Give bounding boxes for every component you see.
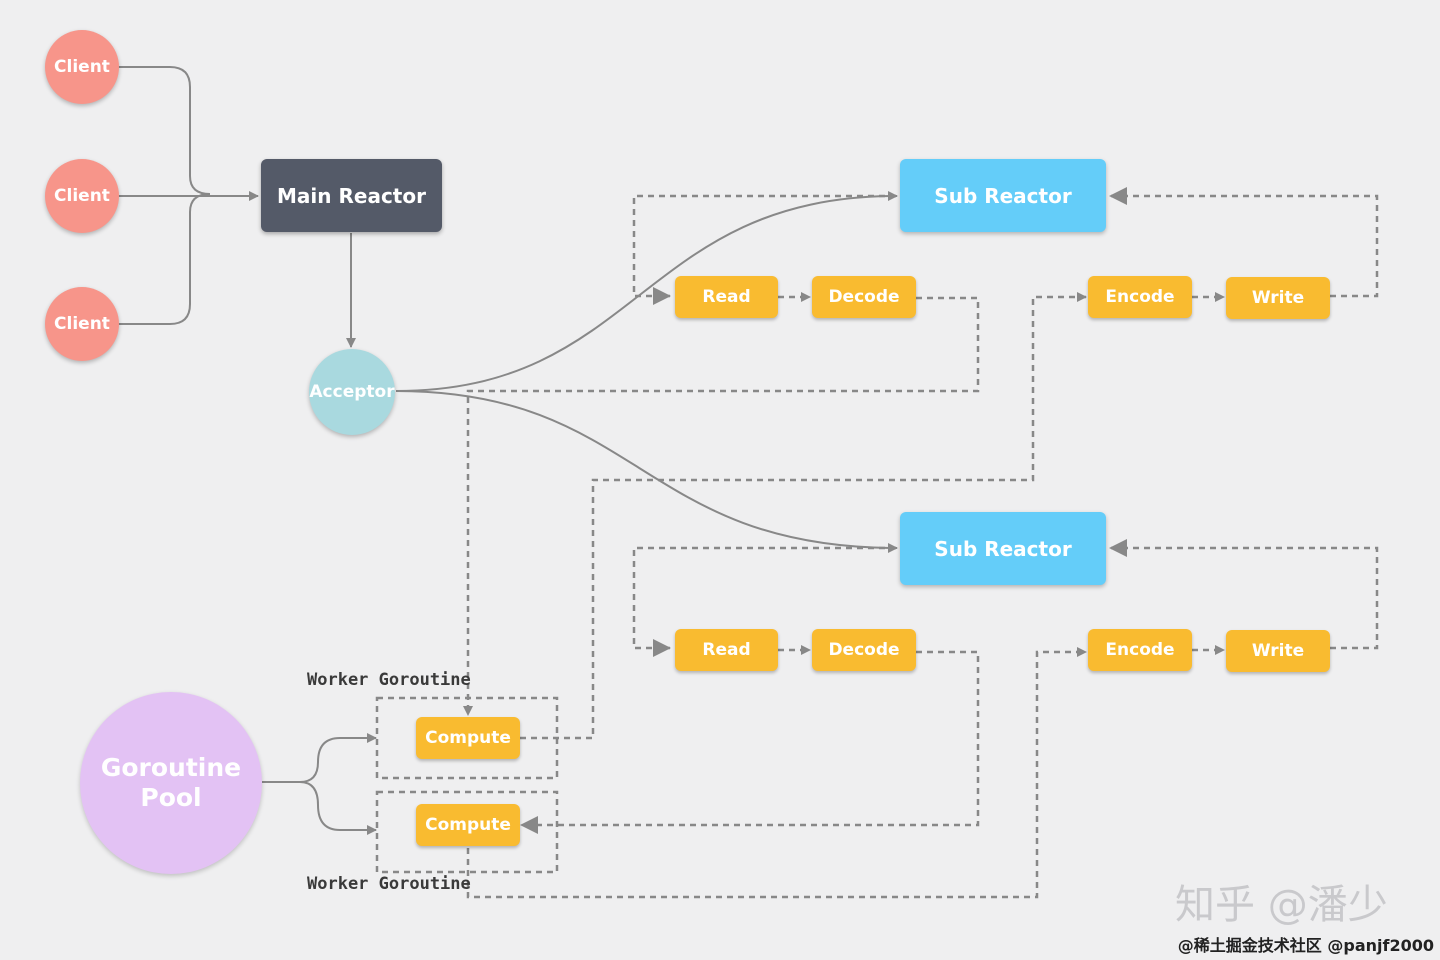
worker-goroutine-label-2: Worker Goroutine (307, 874, 471, 894)
goroutine-pool-node: Goroutine Pool (80, 692, 262, 874)
write-node-2: Write (1226, 630, 1330, 672)
sub-reactor-node-2: Sub Reactor (900, 512, 1106, 585)
client-3-connector (118, 193, 211, 325)
acceptor-to-sub-reactor-2 (395, 390, 898, 553)
pool-to-worker-2 (262, 781, 377, 835)
client-node-2: Client (45, 159, 119, 233)
pool-connectors (262, 733, 377, 835)
acceptor-curves (395, 191, 898, 553)
decode-node-1: Decode (812, 276, 916, 318)
watermark-text: 知乎 @潘少 (1175, 882, 1388, 928)
corner-credit-text: @稀土掘金技术社区 @panjf2000 (1177, 936, 1434, 955)
read-node-1: Read (675, 276, 778, 318)
pool-to-worker-1 (262, 733, 377, 783)
client-node-1: Client (45, 30, 119, 104)
client-node-3: Client (45, 287, 119, 361)
compute1-to-encode1 (520, 292, 1087, 740)
decode-node-2: Decode (812, 629, 916, 671)
decode1-to-compute1 (463, 296, 980, 716)
sub2-to-read-flow (632, 546, 896, 657)
write-node-1: Write (1226, 277, 1330, 319)
client-1-connector (118, 66, 211, 195)
acceptor-to-sub-reactor-1 (395, 191, 898, 392)
worker-goroutine-label-1: Worker Goroutine (307, 670, 471, 690)
compute-node-1: Compute (416, 717, 520, 759)
sub1-to-read-flow (632, 194, 896, 305)
worker-goroutine-box-1 (375, 696, 559, 780)
main-reactor-node: Main Reactor (261, 159, 442, 232)
encode-node-1: Encode (1088, 276, 1192, 318)
write-to-sub1-flow (1109, 187, 1379, 298)
client-connectors (118, 66, 259, 325)
encode-node-2: Encode (1088, 629, 1192, 671)
worker-goroutine-box-2 (375, 790, 559, 874)
read-node-2: Read (675, 629, 778, 671)
compute2-to-encode2 (466, 647, 1087, 899)
compute-node-2: Compute (416, 804, 520, 846)
sub-reactor-node-1: Sub Reactor (900, 159, 1106, 232)
decode2-to-compute2 (520, 650, 980, 834)
acceptor-node: Acceptor (309, 349, 395, 435)
dashed-flows (375, 187, 1379, 899)
write-to-sub2-flow (1109, 539, 1379, 650)
